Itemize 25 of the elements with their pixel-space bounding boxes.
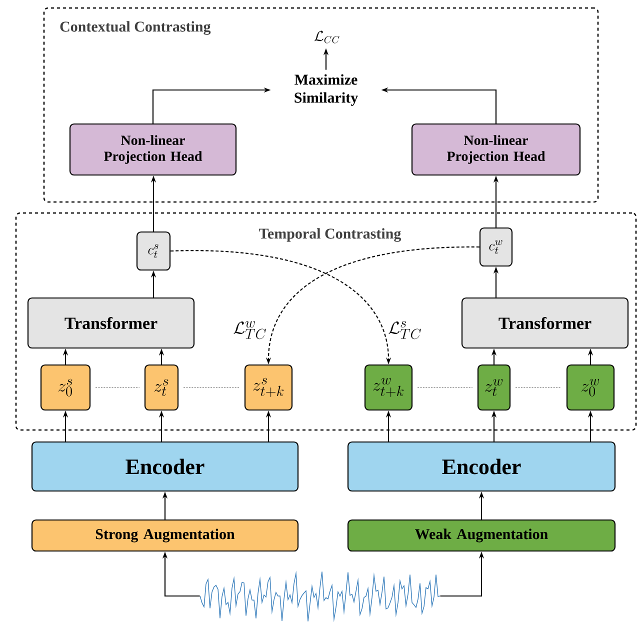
vector-box: $z_{t}^{w}$ xyxy=(477,364,511,411)
dotted-line xyxy=(95,387,140,388)
process-box: Non-linear Projection Head xyxy=(411,123,581,176)
vector-box: $z_{t+k}^{w}$ xyxy=(364,364,413,411)
process-box: Encoder xyxy=(31,441,299,492)
process-box: Encoder xyxy=(347,441,616,492)
dotted-line xyxy=(183,387,240,388)
dotted-line xyxy=(417,387,473,388)
dotted-line xyxy=(515,387,562,388)
process-box: Strong Augmentation xyxy=(31,519,299,552)
vector-box: $z_{t}^{s}$ xyxy=(144,364,179,411)
edge-label: $\mathcal{L}_{TC}^{w}$ xyxy=(232,320,268,340)
loss-formula: $\mathcal{L}_{CC}$ xyxy=(314,30,340,44)
vector-box: $z_{0}^{s}$ xyxy=(40,364,91,411)
node-text: Maximize Similarity xyxy=(294,74,358,106)
vector-box: $z_{0}^{w}$ xyxy=(566,364,615,411)
edge-label: $\mathcal{L}_{TC}^{s}$ xyxy=(387,320,423,340)
process-box: Transformer xyxy=(27,297,195,349)
process-box: Weak Augmentation xyxy=(347,519,616,552)
process-box: Non-linear Projection Head xyxy=(69,123,237,176)
signal-drawing xyxy=(200,570,440,622)
process-box: Transformer xyxy=(461,297,629,349)
vector-box: $c_{t}^{w}$ xyxy=(479,227,513,267)
vector-box: $z_{t+k}^{s}$ xyxy=(244,364,293,411)
vector-box: $c_{t}^{s}$ xyxy=(136,231,171,271)
